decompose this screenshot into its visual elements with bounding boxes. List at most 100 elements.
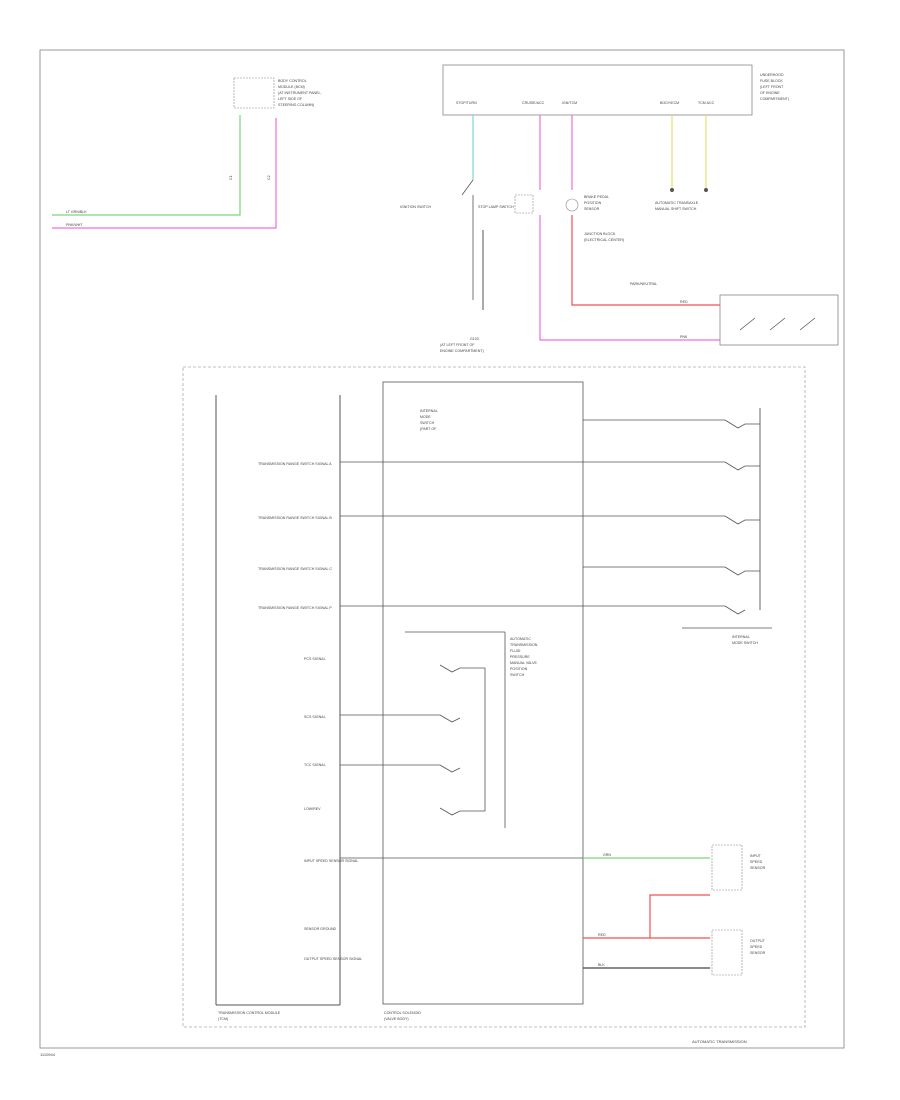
tcm-pin-9: SENSOR GROUND [304,927,337,931]
range-switch-contacts [724,419,760,615]
fuse-block-label-1: FUSE BLOCK [760,79,783,83]
fuse-4-terminal [704,188,708,192]
figure-id: 1110944 [40,1052,56,1057]
fuse-block-box [442,64,753,116]
output-sensor-wire-label: BLK [598,963,605,967]
manual-shift-switch-box [719,294,839,346]
tcm-label-0: TRANSMISSION CONTROL MODULE [218,1011,281,1015]
bcm-label-2: (AT INSTRUMENT PANEL, [278,91,321,95]
neutral-switch-label-1: MANUAL SHIFT SWITCH [655,207,697,211]
range-switch-section: INTERNAL MODE SWITCH [682,408,772,645]
fuse-block-label-3: OF ENGINE [760,91,780,95]
fuse-block-label-0: UNDERHOOD [760,73,784,77]
red-wire-to-switch [571,215,720,306]
bcm-label-4: STEERING COLUMN) [278,103,314,107]
valve-body-label-0: CONTROL SOLENOID [384,1011,421,1015]
neutral-switch-label-0: AUTOMATIC TRANSAXLE [655,201,699,205]
bcm-circuit2: C2 [267,175,271,180]
speed-sensor-section: GRN INPUT SPEED SENSOR RED BLK OUTPUT SP… [583,844,766,976]
fuse-4: TCM ACC [698,101,715,105]
signal-lines [340,419,725,859]
diagram-frame [39,49,845,1049]
pressure-switch-1: TRANSMISSION [510,643,538,647]
pnk-wire-label: PNK [680,335,688,339]
pressure-switch-0: AUTOMATIC [510,637,531,641]
bcm-circuit1: C1 [229,175,233,180]
fuse-2: IGN/TCM [562,101,577,105]
input-sensor-label-1: SPEED [750,860,763,864]
junction-note-1: (ELECTRICAL CENTER) [584,238,624,242]
manual-shift-contacts [739,317,816,331]
internal-switch-2: SWITCH [420,421,435,425]
bpp-sensor-icon [565,198,579,212]
valve-body-section: CONTROL SOLENOID (VALVE BODY) INTERNAL M… [382,381,584,1021]
bpp-sensor-label-2: SENSOR [584,207,600,211]
ground-desc-0: (AT LEFT FRONT OF [440,343,475,347]
bcm-section: BODY CONTROL MODULE (BCM) (AT INSTRUMENT… [52,77,321,229]
tcm-pin-2: TRANSMISSION RANGE SWITCH SIGNAL C [258,567,332,571]
stop-lamp-switch-label: STOP LAMP SWITCH [478,205,514,209]
output-sensor-body [711,929,743,976]
tcm-pin-0: TRANSMISSION RANGE SWITCH SIGNAL A [258,462,332,466]
ground-desc-1: ENGINE COMPARTMENT) [440,349,484,353]
tcm-pin-4: PCS SIGNAL [304,657,326,661]
tcm-section: TRANSMISSION CONTROL MODULE (TCM) TRANSM… [215,395,362,1021]
output-sensor-label-2: SENSOR [750,951,766,955]
input-sensor-wire-label: GRN [603,853,611,857]
tcm-pin-6: TCC SIGNAL [304,763,326,767]
sensor-red-wire [583,894,710,939]
valve-body-label-1: (VALVE BODY) [384,1017,409,1021]
fuse-1: CRUISE/ACC [522,101,545,105]
bcm-wire2-label: PNK/WHT [66,223,83,227]
bcm-label-1: MODULE (BCM) [278,85,305,89]
input-sensor-label-0: INPUT [750,854,762,858]
fuse-block-label-4: COMPARTMENT) [760,97,789,101]
internal-switch-1: MODE [420,415,431,419]
output-sensor-label-1: SPEED [750,945,763,949]
sensor-red-label: RED [598,933,606,937]
bcm-connector-icon [233,77,275,109]
bcm-label-0: BODY CONTROL [278,79,307,83]
transmission-enclosure [182,366,806,1028]
bcm-wire1-label: LT GRN/BLK [66,210,87,214]
internal-switch-3: (PART OF [420,427,437,431]
pressure-switch-4: MANUAL VALVE [510,661,537,665]
fuse-3-terminal [670,188,674,192]
pressure-switch-6: SWITCH [510,673,525,677]
junction-note-0: JUNCTION BLOCK [584,232,616,236]
pink-wire-to-switch [539,215,720,341]
bcm-green-wire [52,115,241,216]
ignition-switch-contact [461,179,474,300]
tcm-pin-8: INPUT SPEED SENSOR SIGNAL [304,859,358,863]
tcm-pin-5: SCS SIGNAL [304,715,326,719]
pressure-switch-5: POSITION [510,667,528,671]
input-sensor-body [711,844,743,891]
output-sensor-label-0: OUTPUT [750,939,766,943]
internal-switch-0: INTERNAL [420,409,438,413]
range-switch-label-1: MODE SWITCH [732,641,758,645]
splice-box [514,194,534,214]
pressure-switch-contacts [439,664,486,816]
bpp-sensor-label-1: POSITION [584,201,602,205]
ground-label: G103 [470,337,479,341]
fuse-block-section: UNDERHOOD FUSE BLOCK (LEFT FRONT OF ENGI… [400,64,839,353]
bpp-sensor-label-0: BRAKE PEDAL [584,195,609,199]
footer-title: AUTOMATIC TRANSMISSION [692,1039,747,1044]
bcm-pink-wire [52,118,277,229]
fuse-block-label-2: (LEFT FRONT [760,85,784,89]
range-switch-label-0: INTERNAL [732,635,750,639]
tcm-pin-3: TRANSMISSION RANGE SWITCH SIGNAL P [258,606,332,610]
valve-body-box [382,381,584,1005]
tcm-label-1: (TCM) [218,1017,228,1021]
pressure-switch-3: PRESSURE [510,655,530,659]
red-wire-label: RED [680,300,688,304]
tcm-pin-10: OUTPUT SPEED SENSOR SIGNAL [304,957,362,961]
input-sensor-label-2: SENSOR [750,866,766,870]
pressure-switch-2: FLUID [510,649,521,653]
fuse-3: BODY/ECM [660,101,679,105]
fuse-0: STOP/TURN [456,101,477,105]
tcm-pin-1: TRANSMISSION RANGE SWITCH SIGNAL B [258,516,332,520]
tcm-pin-7: LOW/REV [304,807,321,811]
bcm-label-3: LEFT SIDE OF [278,97,303,101]
